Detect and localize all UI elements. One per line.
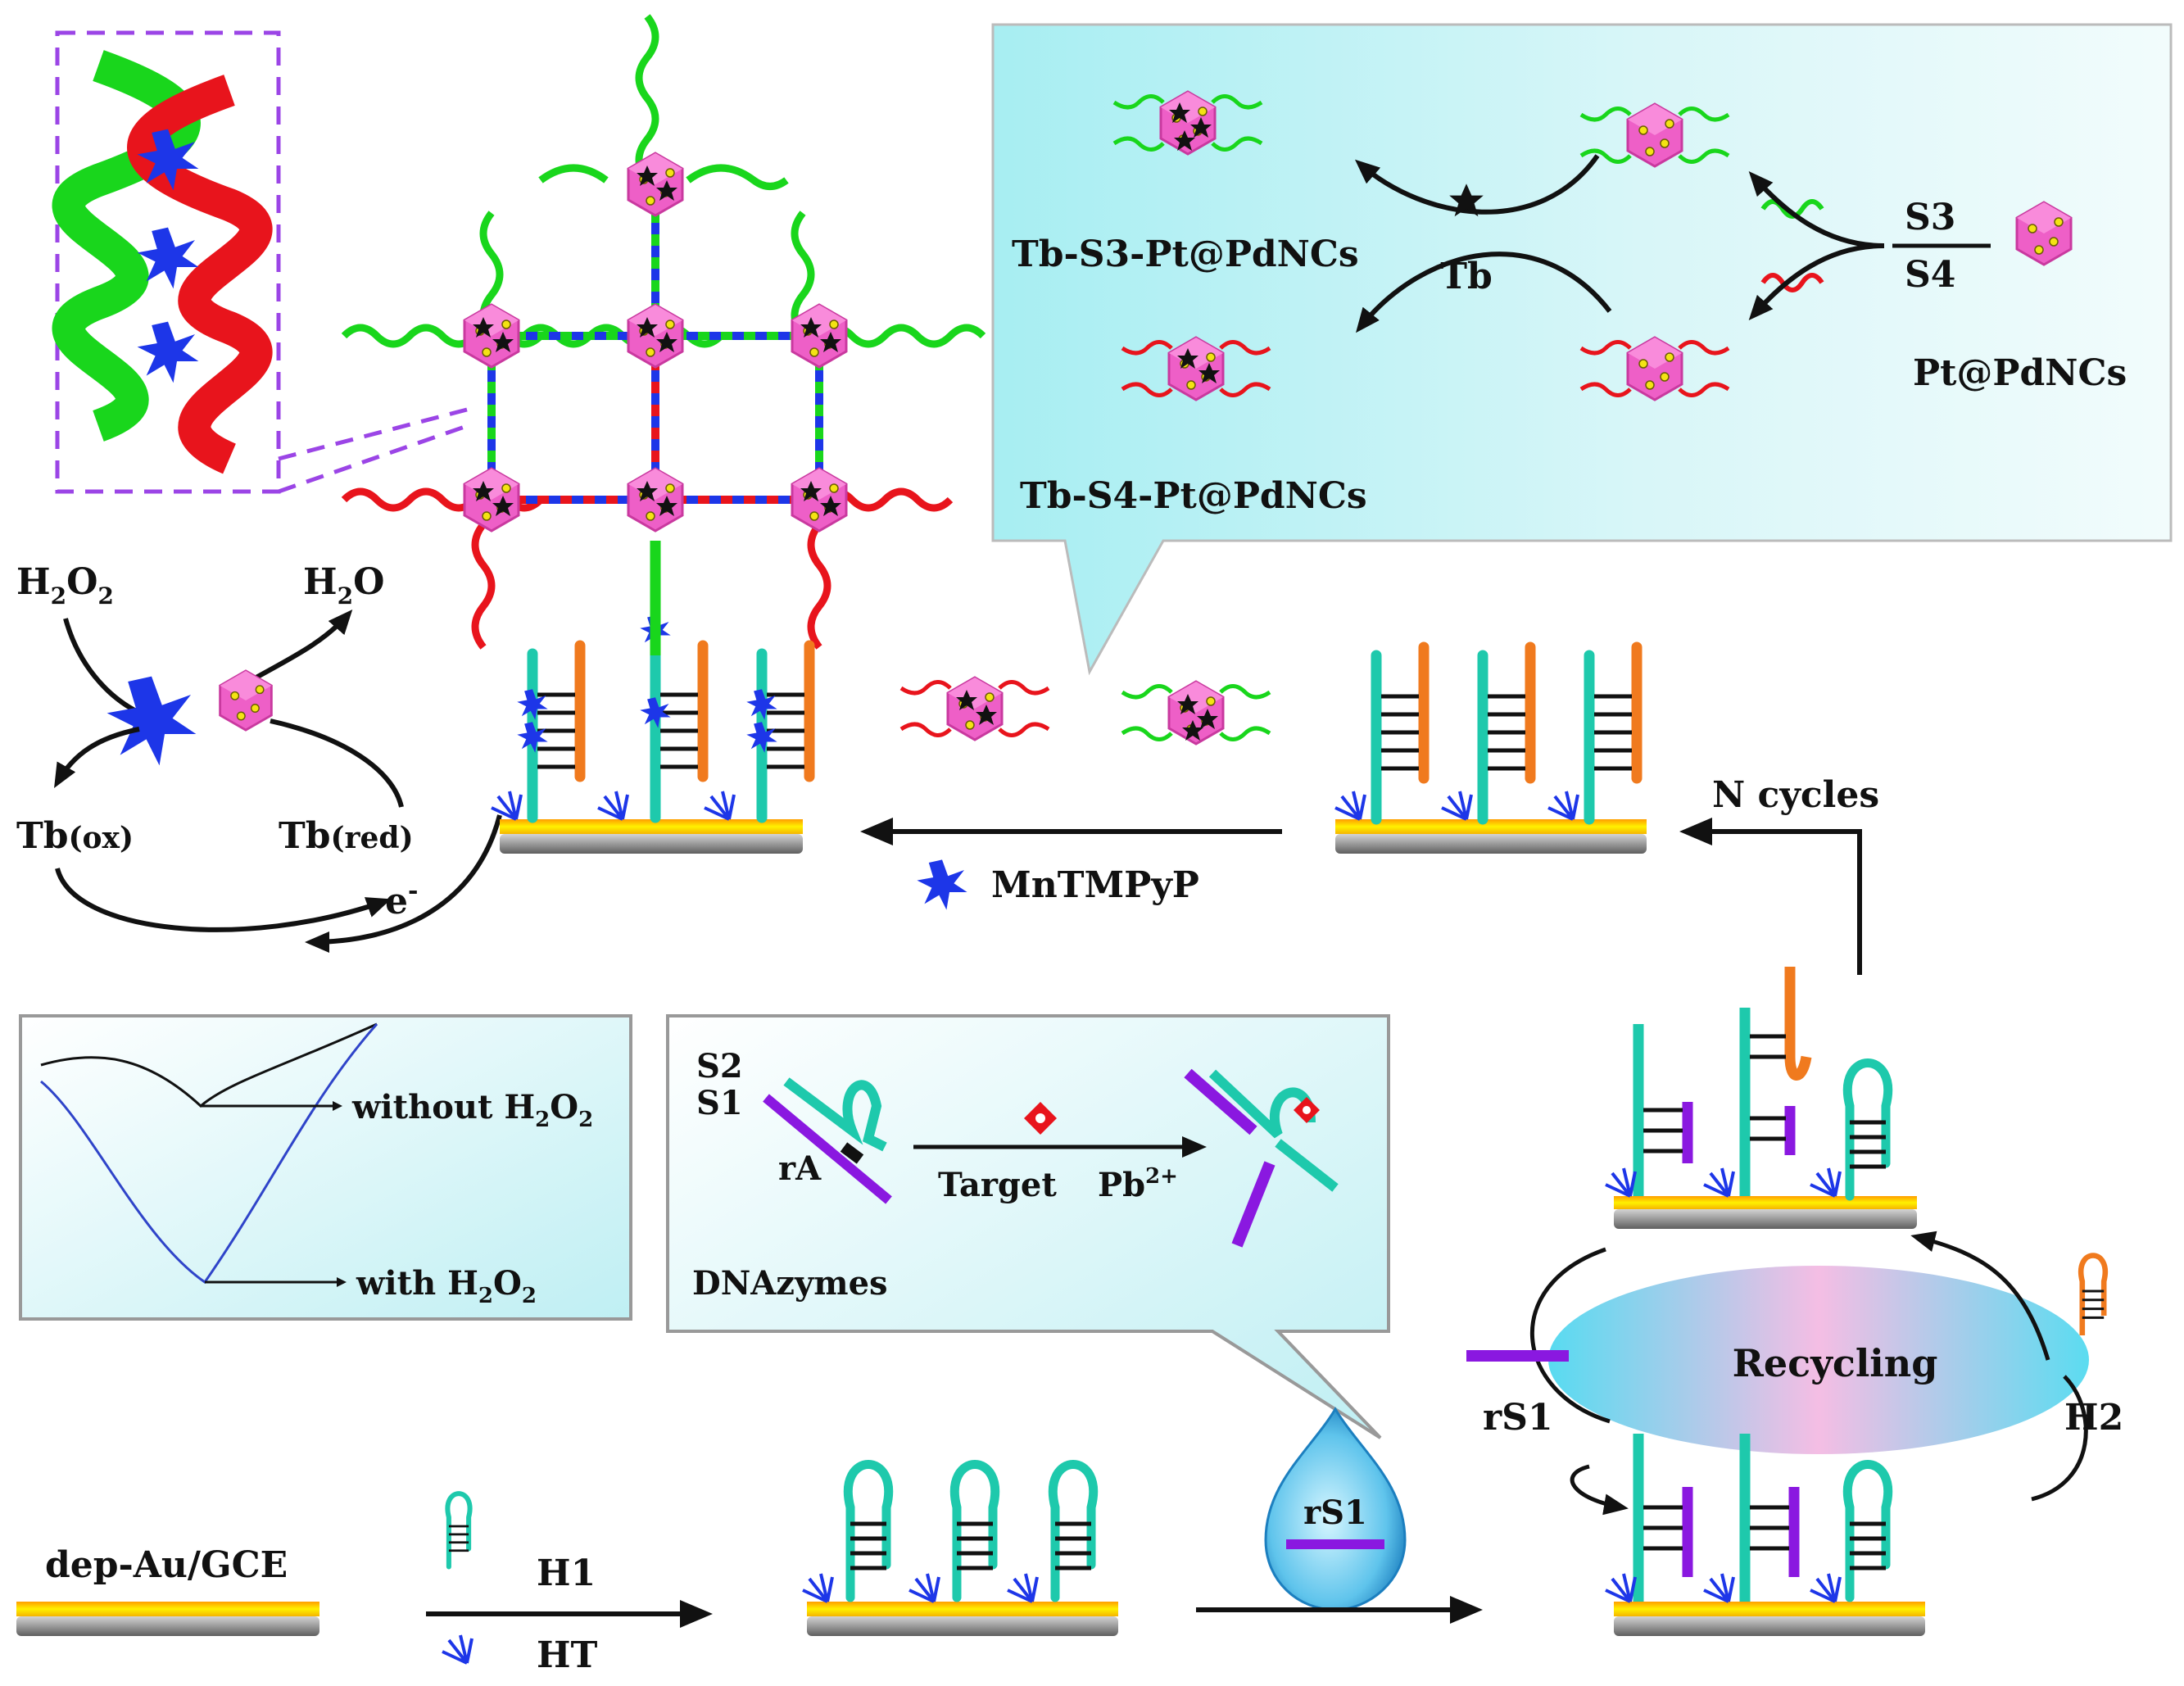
s2-label: S2 [696, 1047, 743, 1085]
tb-label: Tb [1440, 256, 1493, 297]
mntmpyp-active-star-icon [106, 676, 197, 766]
ht-brush-icon [441, 1634, 474, 1665]
helix-inset [52, 30, 468, 494]
ht-label: HT [537, 1634, 598, 1676]
s3-label: S3 [1905, 197, 1955, 238]
mntmpyp-star-icon [917, 859, 967, 910]
recycling-electrode-lower [1604, 1434, 1925, 1636]
tb-arrow-lower [1355, 252, 1612, 333]
bare-electrode [16, 1602, 319, 1636]
s4-nanocube-icon [1579, 336, 1730, 401]
without-h2o2-label: without H2O2 [351, 1088, 593, 1132]
rs1-drop-label: rS1 [1303, 1493, 1367, 1532]
hairpin-electrode [801, 1465, 1118, 1636]
h2o-label: H2O [303, 561, 384, 610]
n-cycles-arrow [1679, 818, 1862, 975]
s1-label: S1 [696, 1084, 743, 1122]
s3-nanocube-icon [1579, 102, 1730, 168]
free-tb-s4-nanocube-icon [899, 676, 1050, 741]
mntmpyp-label: MnTMPyP [991, 864, 1199, 906]
h2o2-label: H2O2 [16, 561, 114, 610]
tb-s3-nanocube-icon [1112, 90, 1263, 156]
catalytic-nanocube-icon [219, 669, 273, 732]
dna-nanonetwork [341, 14, 986, 650]
h1-label: H1 [537, 1552, 596, 1594]
duplex-electrode [1334, 647, 1647, 854]
s4-label: S4 [1905, 254, 1955, 296]
tb-red-label: Tb(red) [279, 815, 414, 857]
tb-ox-label: Tb(ox) [16, 815, 134, 857]
recycling-loop [1530, 1231, 2089, 1516]
with-h2o2-label: with H2O2 [356, 1264, 537, 1308]
h1-hairpin-icon [447, 1493, 469, 1566]
dnazymes-label: DNAzymes [692, 1264, 888, 1303]
recycling-label: Recycling [1733, 1341, 1938, 1385]
h2-hairpin-icon [2078, 1253, 2109, 1336]
dep-au-gce-label: dep-Au/GCE [45, 1544, 288, 1586]
pb-label: Pb2+ [1098, 1164, 1178, 1204]
recycling-electrode-upper [1604, 967, 1917, 1229]
tb-s3-label: Tb-S3-Pt@PdNCs [1012, 233, 1359, 275]
tb-s4-label: Tb-S4-Pt@PdNCs [1020, 475, 1367, 517]
target-label: Target [938, 1166, 1057, 1204]
tb-s4-nanocube-icon [1121, 336, 1271, 401]
cv-inset-panel: without H2O2 with H2O2 [19, 1014, 632, 1321]
ra-label: rA [778, 1149, 822, 1188]
sensing-electrode-network [490, 541, 809, 854]
pt-pdncs-label: Pt@PdNCs [1913, 352, 2127, 394]
rs1-side-label: rS1 [1483, 1397, 1553, 1439]
h2-label: H2 [2064, 1397, 2123, 1439]
dnazyme-inset-panel: S2 S1 rA Target Pb2+ DNAzymes [666, 1014, 1390, 1439]
electron-label: e- [385, 877, 418, 922]
free-tb-s3-nanocube-icon [1121, 680, 1271, 746]
pb-ion-icon [1024, 1102, 1057, 1135]
n-cycles-label: N cycles [1712, 774, 1879, 816]
tb-arrow-upper [1354, 154, 1600, 215]
